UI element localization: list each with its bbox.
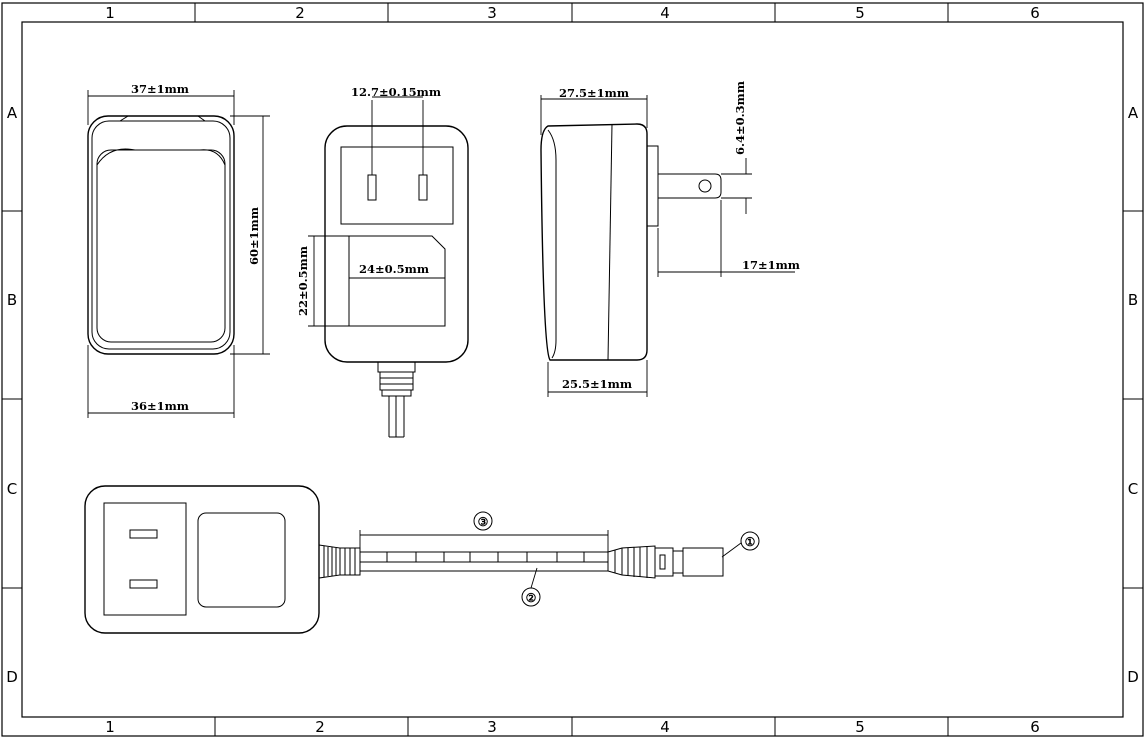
grid-row-d-left: D — [6, 668, 18, 686]
grid-col-5-top: 5 — [855, 4, 865, 22]
pin-length-dim: 17±1mm — [742, 258, 800, 272]
grid-col-6-top: 6 — [1030, 4, 1040, 22]
assembly-dimension-lines — [359, 530, 742, 589]
callout-cable-label: ② — [526, 591, 537, 605]
grid-col-1-top: 1 — [105, 4, 115, 22]
pin-face-dimension-lines — [308, 96, 445, 327]
front-bottom-width-dim: 36±1mm — [131, 399, 189, 413]
grid-col-1-bottom: 1 — [105, 718, 115, 736]
side-view — [540, 123, 722, 361]
front-dimension-lines — [87, 90, 270, 418]
grid-row-d-right: D — [1127, 668, 1139, 686]
label-height-dim: 22±0.5mm — [296, 246, 310, 316]
front-height-dim: 60±1mm — [247, 207, 261, 265]
callout-dc-plug: ① — [740, 531, 760, 551]
grid-col-2-bottom: 2 — [315, 718, 325, 736]
pin-face-view — [324, 125, 469, 438]
grid-col-4-bottom: 4 — [660, 718, 670, 736]
front-view — [87, 115, 235, 355]
pin-spacing-dim: 12.7±0.15mm — [351, 85, 441, 99]
grid-row-a-right: A — [1128, 104, 1139, 122]
grid-row-b-right: B — [1128, 291, 1138, 309]
front-top-width-dim: 37±1mm — [131, 82, 189, 96]
grid-row-a-left: A — [7, 104, 18, 122]
assembly-view — [84, 485, 724, 634]
grid-col-2-top: 2 — [295, 4, 305, 22]
side-bottom-depth-dim: 25.5±1mm — [562, 377, 632, 391]
callout-cable: ② — [521, 587, 541, 607]
grid-col-3-top: 3 — [487, 4, 497, 22]
pin-width-dim: 6.4±0.3mm — [733, 81, 747, 155]
grid-col-4-top: 4 — [660, 4, 670, 22]
grid-row-c-left: C — [7, 480, 17, 498]
side-top-depth-dim: 27.5±1mm — [559, 86, 629, 100]
label-width-dim: 24±0.5mm — [359, 262, 429, 276]
grid-col-3-bottom: 3 — [487, 718, 497, 736]
callout-cable-length-label: ③ — [478, 515, 489, 529]
grid-col-5-bottom: 5 — [855, 718, 865, 736]
grid-row-b-left: B — [7, 291, 17, 309]
callout-cable-length: ③ — [473, 511, 493, 531]
side-dimension-lines — [540, 95, 795, 397]
callout-dc-plug-label: ① — [745, 535, 756, 549]
grid-col-6-bottom: 6 — [1030, 718, 1040, 736]
grid-row-c-right: C — [1128, 480, 1138, 498]
